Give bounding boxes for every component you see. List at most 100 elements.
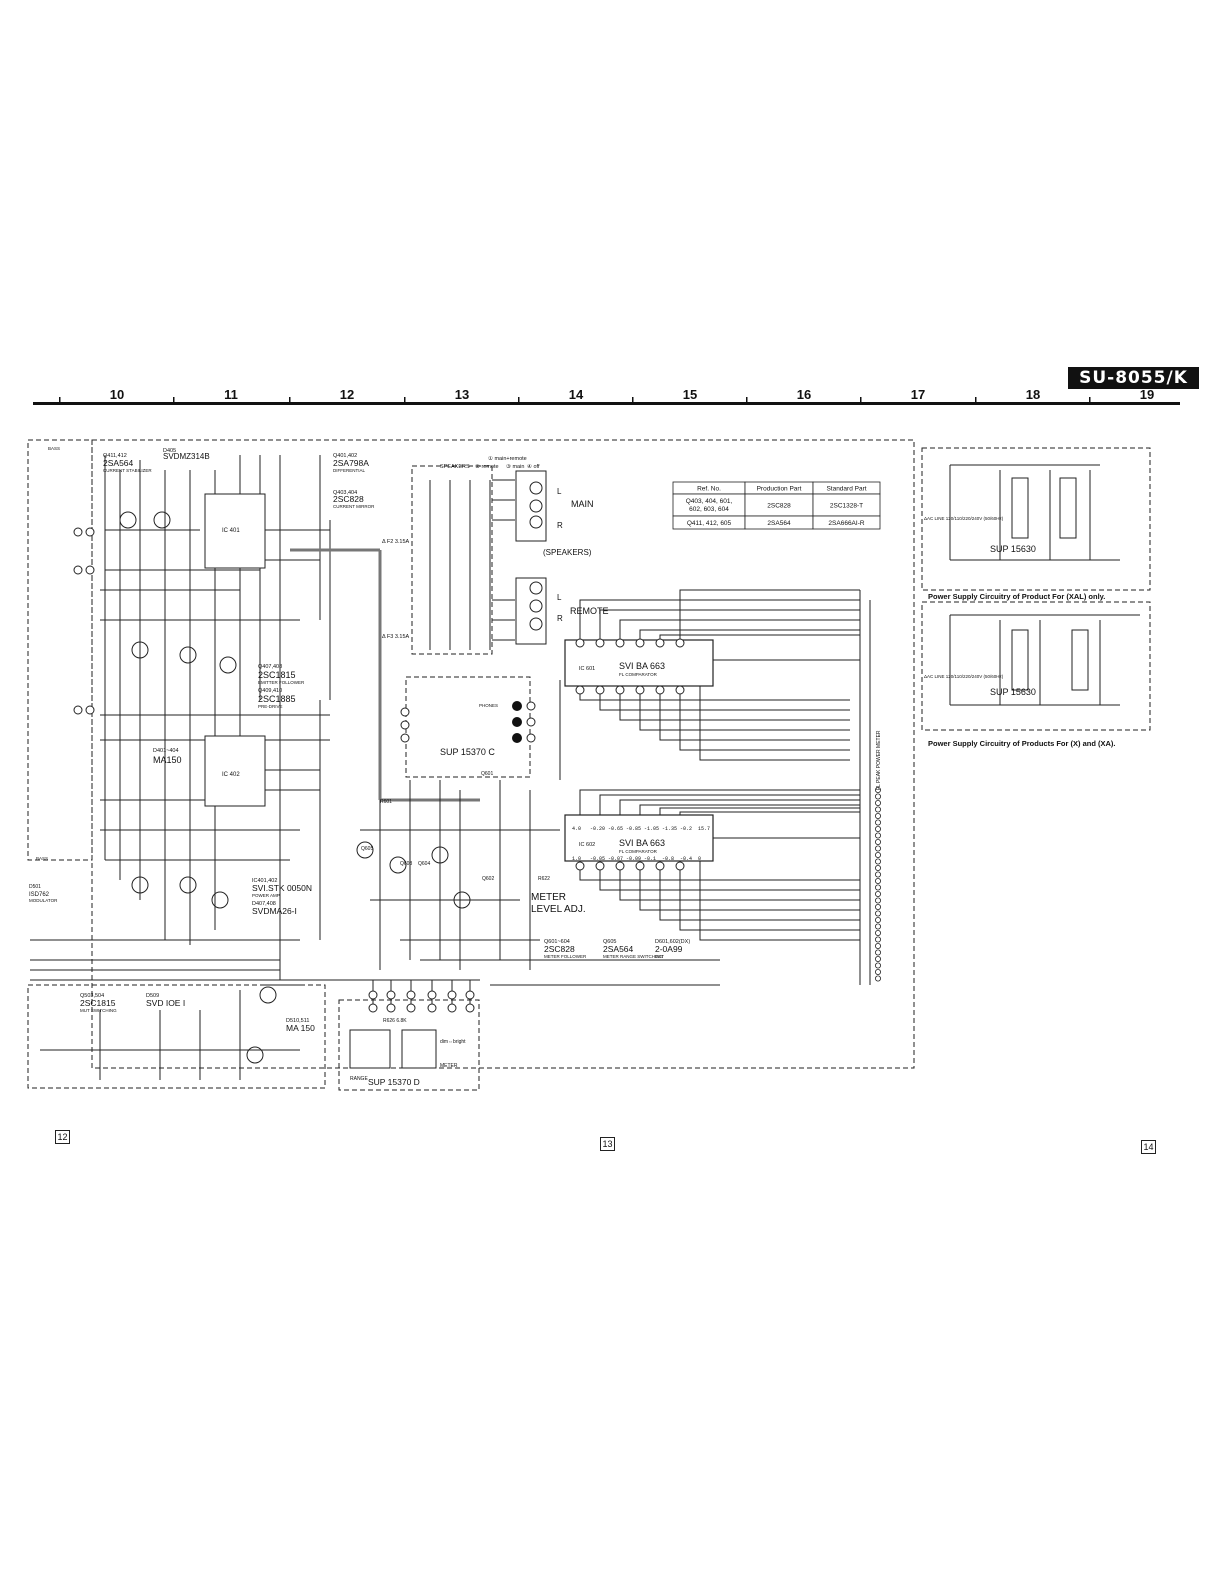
- ic602-bottom-voltage: -0.05: [590, 856, 605, 862]
- connector-pin: [875, 865, 882, 872]
- label-components-q503_fn: MUT SWITCHING: [80, 1008, 117, 1013]
- page-number-13: 13: [600, 1137, 615, 1151]
- frames: [27, 439, 1151, 1091]
- label-components-meter_adj_2: LEVEL ADJ.: [531, 904, 586, 915]
- label-components-d510: D510,511: [286, 1018, 309, 1024]
- ic602-bottom-voltage: -0.09: [626, 856, 641, 862]
- label-components-d407: D407,408: [252, 901, 276, 907]
- table-cell-text: 2SA666AI-R: [828, 520, 864, 527]
- label-speakers-group_label: (SPEAKERS): [543, 548, 592, 557]
- table-cell-text: 2SC828: [767, 503, 791, 510]
- table-cell-text: Ref. No.: [697, 486, 721, 493]
- label-components-q601: Q601~604: [544, 939, 570, 945]
- connector-pin: [875, 858, 882, 865]
- connector-pin: [875, 949, 882, 956]
- label-components-ic602_part: SVI BA 663: [619, 838, 665, 848]
- grid-column-18: 18: [1026, 387, 1040, 402]
- label-components-d401: D401~404: [153, 748, 179, 754]
- connector-pin: [875, 956, 882, 963]
- label-components-meter_adj_1: METER: [531, 892, 566, 903]
- left-board-frame: [27, 439, 93, 861]
- label-components-ic401_402_part: SVI.STK 0050N: [252, 883, 312, 893]
- label-left_labels-bass2: BASS: [36, 856, 48, 861]
- wiring: [30, 455, 1140, 1080]
- connector-pin: [875, 832, 882, 839]
- label-components-q605_part: 2SA564: [603, 944, 634, 954]
- label-components-q401_part: 2SA798A: [333, 458, 369, 468]
- connector-pin: [875, 826, 882, 833]
- label-components-d601: D601,602(DX): [655, 939, 690, 945]
- label-components-r626: R626 6.8K: [383, 1018, 407, 1024]
- label-components-d509: D509: [146, 993, 159, 999]
- connector-pin: [875, 975, 882, 982]
- power-xal-frame: [921, 447, 1151, 591]
- label-left_labels-d501_part: ISD762: [29, 892, 50, 898]
- label-power-ac_line_1: ΔAC LINE 120/110/220/240V (50/60Hz): [924, 516, 1004, 521]
- label-components-d509_part: SVD IOE I: [146, 998, 185, 1008]
- ic602-bottom-voltage: 1.0: [572, 856, 581, 862]
- label-components-q503_part: 2SC1815: [80, 998, 116, 1008]
- ruler-tick: [59, 397, 61, 403]
- ic602-bottom-voltage: -0.07: [608, 856, 623, 862]
- label-components-ic602_fn: FL COMPARATOR: [619, 849, 658, 854]
- label-components-q403: Q403,404: [333, 490, 357, 496]
- label-components-ic601_part: SVI BA 663: [619, 661, 665, 671]
- label-components-range: RANGE: [350, 1076, 368, 1082]
- label-speakers-selector_legend-3: ④ off: [527, 463, 540, 470]
- label-left_labels-d501: D501: [29, 884, 41, 890]
- main-left-label: L: [557, 487, 562, 496]
- connector-pin: [875, 936, 882, 943]
- grid-column-13: 13: [455, 387, 469, 402]
- page-number-12: 12: [55, 1130, 70, 1144]
- label-components-q409_part: 2SC1885: [258, 694, 296, 704]
- grid-column-17: 17: [911, 387, 925, 402]
- label-components-q503: Q503,504: [80, 993, 104, 999]
- label-components-q401: Q401,402: [333, 453, 357, 459]
- ruler-tick: [518, 397, 520, 403]
- label-components-q407_fn: EMITTER FOLLOWER: [258, 680, 305, 685]
- label-components-q401_fn: DIFFERENTIAL: [333, 468, 366, 473]
- power-x-xa-frame: [921, 601, 1151, 731]
- label-components-fl_peak: FL PEAK POWER METER: [876, 730, 882, 790]
- label-components-dim_bright: dim⇔bright: [440, 1039, 466, 1045]
- label-components-r622: R622: [538, 876, 550, 882]
- label-components-q403_fn: CURRENT MIRROR: [333, 504, 375, 509]
- label-components-q605: Q605: [603, 939, 616, 945]
- label-speakers-selector_legend-1: ② remote: [475, 463, 499, 470]
- connector-pin: [875, 852, 882, 859]
- label-components-q605_lbl: Q605: [361, 846, 373, 852]
- grid-column-11: 11: [224, 387, 238, 402]
- table-cell: [812, 515, 881, 530]
- connector-pin: [875, 910, 882, 917]
- label-components-ic401_label: IC 401: [222, 528, 240, 534]
- label-left_labels-d501_fn: MODULATOR: [29, 898, 58, 903]
- label-components-ic401_402_fn: POWER AMP: [252, 893, 280, 898]
- label-speakers-selector_legend-0: ① main+remote: [488, 455, 527, 462]
- ic602-top-voltage: -1.05: [644, 826, 659, 832]
- connector-pin: [875, 871, 882, 878]
- power-part-x-xa: SUP 15630: [990, 687, 1036, 697]
- label-components-q601_lbl: Q601: [481, 771, 493, 777]
- label-components-q407_part: 2SC1815: [258, 670, 296, 680]
- connector-pin: [875, 878, 882, 885]
- connector-pin: [875, 897, 882, 904]
- connector-pin: [875, 813, 882, 820]
- sup15370c-frame: [405, 676, 531, 778]
- ic602-top-voltage: -1.35: [662, 826, 677, 832]
- label-components-d510_part: MA 150: [286, 1023, 315, 1033]
- label-components-d407_part: SVDMA26-I: [252, 906, 297, 916]
- grid-column-16: 16: [797, 387, 811, 402]
- label-speakers-fuse2: Δ F3 3.15A: [382, 634, 410, 640]
- sup15370d-frame: [338, 999, 480, 1091]
- label-speakers-selector_legend-2: ③ main: [506, 463, 524, 470]
- label-components-meter: METER: [440, 1063, 458, 1069]
- ruler-line: [33, 402, 1180, 405]
- transistors: [119, 511, 471, 1064]
- ruler-tick: [975, 397, 977, 403]
- ic602-bottom-voltage: 0: [698, 856, 701, 862]
- grid-column-10: 10: [110, 387, 124, 402]
- label-speakers-speakers_label: SPEAKERS: [440, 464, 470, 470]
- remote-right-label: R: [557, 614, 563, 623]
- label-components-sup15370c: SUP 15370 C: [440, 747, 495, 757]
